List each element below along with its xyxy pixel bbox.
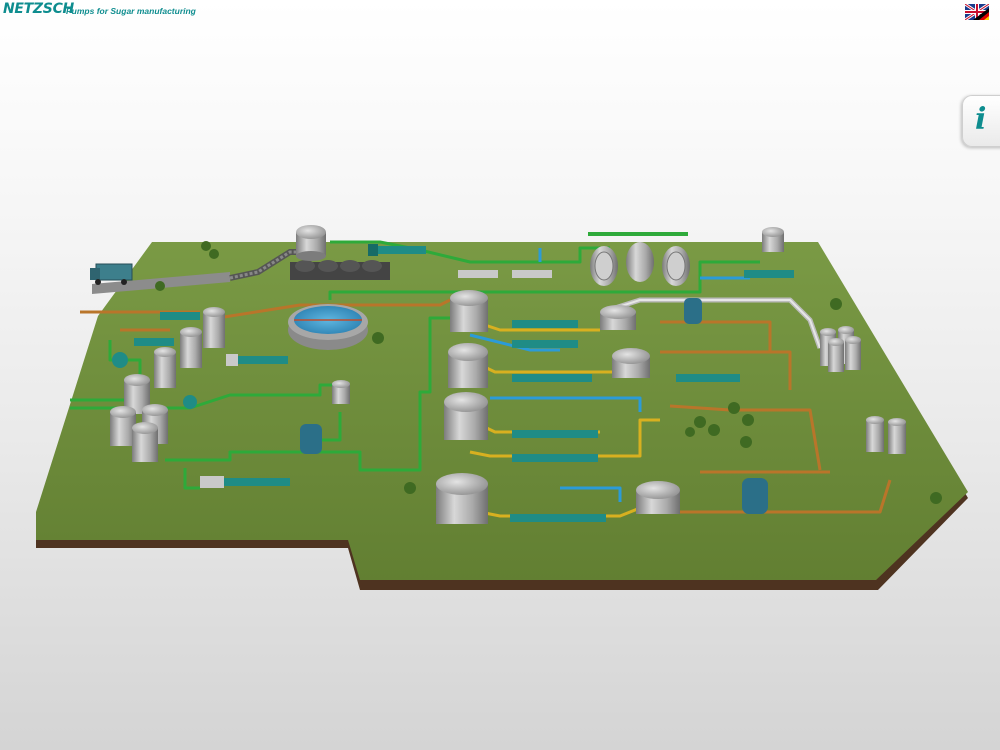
screw-pump [458, 270, 498, 278]
silo-tank [866, 416, 884, 452]
silo-tank [450, 290, 488, 332]
screw-pump [512, 270, 552, 278]
silo-tank [332, 380, 350, 404]
crystallizers [600, 305, 680, 514]
screw-pump [510, 514, 606, 522]
centrifugal-pump [183, 395, 197, 409]
truck-icon [90, 263, 133, 285]
screw-pump [512, 454, 598, 462]
crystallizer-vessel [636, 481, 680, 514]
silo-tank [444, 392, 488, 440]
language-toggle-button[interactable] [965, 4, 989, 20]
centrifugal-pump [112, 352, 128, 368]
screw-pump [512, 430, 598, 438]
trees [155, 241, 942, 504]
info-button[interactable]: i [962, 95, 1000, 147]
silo-tank [828, 338, 844, 372]
centrifugal-pump [300, 424, 322, 454]
silo-tank [762, 227, 784, 252]
silo-tank [110, 406, 136, 446]
centrifugal-pump [742, 478, 768, 514]
silo-tank [448, 343, 488, 388]
screw-pump [512, 340, 578, 348]
storage-tanks [110, 225, 906, 524]
silo-tank [436, 473, 488, 524]
screw-pump [676, 374, 740, 382]
ground-platform [36, 242, 968, 590]
beet-washers [290, 260, 390, 280]
clarifier-basin [288, 304, 368, 350]
netzsch-pumps [112, 244, 794, 522]
centrifugal-pump [684, 298, 702, 324]
silo-tank [845, 336, 861, 370]
screw-pump [744, 270, 794, 278]
silo-tank [296, 225, 326, 261]
screw-pump [200, 476, 290, 488]
app-tagline: Pumps for Sugar manufacturing [66, 6, 196, 16]
conveyor-belt [229, 249, 300, 281]
pipe-network [70, 240, 892, 518]
app-header: NETZSCH Pumps for Sugar manufacturing [0, 0, 1000, 24]
screw-pump [368, 244, 426, 256]
screw-pump [512, 320, 578, 328]
info-icon: i [975, 102, 987, 137]
screw-pump [134, 338, 174, 346]
screw-pump [512, 374, 592, 382]
screw-pump [160, 312, 200, 320]
silo-tank [180, 327, 202, 368]
crystallizer-vessel [600, 305, 636, 330]
brand-logo: NETZSCH [3, 1, 74, 17]
uk-de-flag-icon [965, 4, 989, 20]
silo-tank [132, 422, 158, 462]
evaporator-drums [588, 232, 690, 286]
silo-tank [203, 307, 225, 348]
crystallizer-vessel [612, 348, 650, 378]
silo-tank [154, 347, 176, 388]
silo-tank [888, 418, 906, 454]
screw-pump [226, 354, 288, 366]
